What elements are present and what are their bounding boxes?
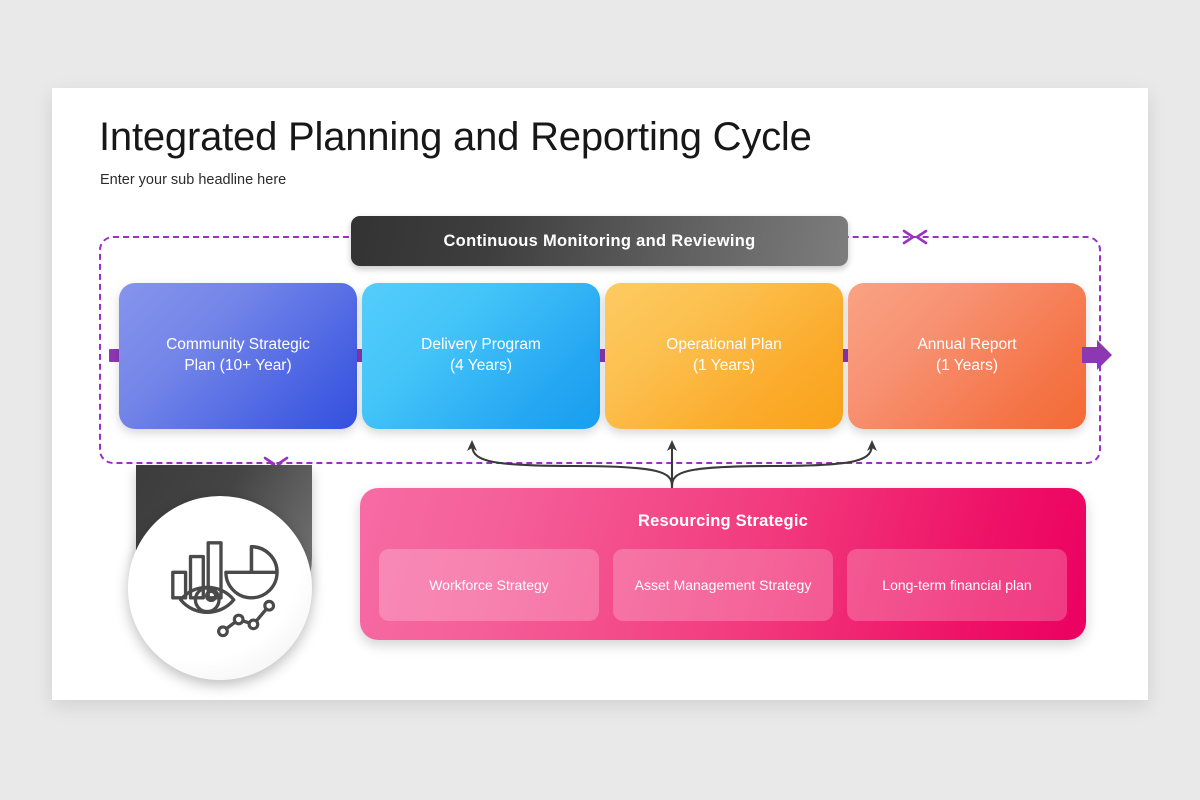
stage-card-name: Delivery Program	[421, 336, 541, 354]
cycle-end-arrow-icon	[1082, 340, 1112, 370]
stage-card-name: Operational Plan	[666, 336, 782, 354]
stage-card-duration: (1 Years)	[935, 357, 999, 374]
stage-card-name: Community Strategic	[166, 336, 310, 354]
stage-card-row: Community Strategic Plan (10+ Year) Deli…	[52, 88, 1148, 700]
stage-card-annual-report[interactable]: Annual Report (1 Years)	[848, 283, 1086, 429]
stage-card-duration: Plan (10+ Year)	[184, 357, 292, 374]
stage-card-duration: (4 Years)	[449, 357, 513, 374]
page-subtitle: Enter your sub headline here	[100, 172, 287, 188]
stage-card-name: Annual Report	[917, 336, 1017, 354]
stage-card-operational-plan[interactable]: Operational Plan (1 Years)	[605, 283, 843, 429]
analytics-monitoring-icon	[171, 541, 279, 638]
monitoring-badge-circle[interactable]	[128, 496, 312, 680]
resourcing-strategic-title: Resourcing Strategic	[638, 512, 808, 530]
stage-card-community-strategic-plan[interactable]: Community Strategic Plan (10+ Year)	[119, 283, 357, 429]
resourcing-item-label: Workforce Strategy	[429, 576, 549, 593]
page-title: Integrated Planning and Reporting Cycle	[99, 115, 812, 159]
stage-card-duration: (1 Years)	[692, 357, 756, 374]
resourcing-item-label: Long-term financial plan	[882, 576, 1032, 593]
stage-card-delivery-program[interactable]: Delivery Program (4 Years)	[362, 283, 600, 429]
resourcing-item-long-term-financial-plan[interactable]: Long-term financial plan	[847, 549, 1067, 621]
continuous-monitoring-bar[interactable]: Continuous Monitoring and Reviewing	[351, 216, 848, 266]
resourcing-strategic-panel[interactable]: Resourcing Strategic Workforce Strategy …	[360, 488, 1086, 640]
slide-canvas: Integrated Planning and Reporting Cycle …	[52, 88, 1148, 700]
resourcing-item-label: Asset Management Strategy	[634, 576, 812, 593]
continuous-monitoring-label: Continuous Monitoring and Reviewing	[443, 231, 756, 250]
resourcing-items-row: Workforce Strategy Asset Management Stra…	[379, 549, 1067, 621]
resourcing-item-workforce-strategy[interactable]: Workforce Strategy	[379, 549, 599, 621]
resourcing-item-asset-management-strategy[interactable]: Asset Management Strategy	[613, 549, 833, 621]
